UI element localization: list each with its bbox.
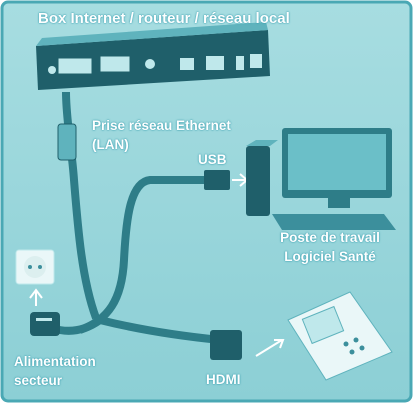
workstation-label-line1: Poste de travail <box>280 230 380 245</box>
power-label-line2: secteur <box>14 373 63 388</box>
workstation-label-line2: Logiciel Santé <box>284 249 376 264</box>
ethernet-cable <box>62 91 100 320</box>
power-label: Alimentation secteur <box>14 352 96 390</box>
usb-label: USB <box>198 152 227 167</box>
hdmi-label: HDMI <box>206 372 241 387</box>
lan-label-line2: (LAN) <box>92 137 129 152</box>
power-arrow-icon <box>29 288 43 306</box>
hdmi-plug-icon <box>210 330 242 360</box>
computer-icon <box>246 128 396 230</box>
router-label: Box Internet / routeur / réseau local <box>38 10 290 27</box>
power-label-line1: Alimentation <box>14 354 96 369</box>
lan-label: Prise réseau Ethernet (LAN) <box>92 116 231 154</box>
lan-label-line1: Prise réseau Ethernet <box>92 118 231 133</box>
wall-socket-icon <box>15 249 55 285</box>
usb-plug-icon <box>204 170 230 190</box>
workstation-label: Poste de travail Logiciel Santé <box>270 228 390 266</box>
ethernet-plug-icon <box>57 123 77 161</box>
hdmi-arrow-icon <box>255 339 285 357</box>
hdmi-cable <box>99 316 221 344</box>
card-reader-icon <box>287 291 393 381</box>
power-plug-icon <box>30 312 60 336</box>
router-icon <box>36 22 270 90</box>
